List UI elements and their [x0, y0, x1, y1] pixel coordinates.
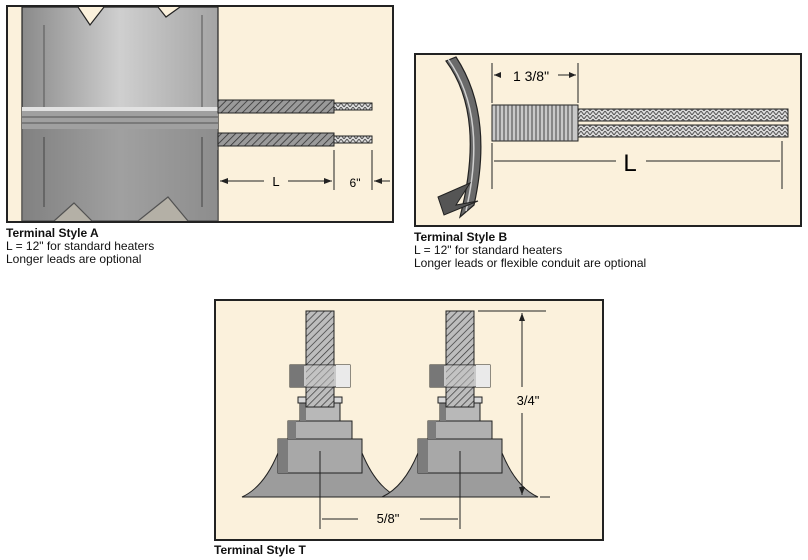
lead-wire-top — [217, 99, 335, 114]
style-a-dim-6: 6" — [350, 176, 361, 190]
style-a-drawing: L 6" — [8, 7, 392, 221]
lead-tip-top — [333, 102, 373, 111]
style-t-drawing: 5/8" 3/4" — [216, 301, 602, 539]
terminal-style-b-diagram: 1 3/8" L — [414, 53, 802, 227]
style-a-title: Terminal Style A — [6, 226, 99, 240]
style-b-line1: L = 12" for standard heaters — [414, 243, 563, 257]
style-t-dim-spacing: 5/8" — [377, 511, 400, 526]
style-a-caption: Terminal Style A L = 12" for standard he… — [6, 227, 154, 266]
lead-wire-bottom — [577, 124, 789, 138]
style-a-line1: L = 12" for standard heaters — [6, 239, 155, 253]
style-b-caption: Terminal Style B L = 12" for standard he… — [414, 231, 646, 270]
style-a-line2: Longer leads are optional — [6, 252, 142, 266]
terminal-style-a-diagram: L 6" — [6, 5, 394, 223]
style-b-dim-l: L — [623, 150, 636, 177]
style-b-line2: Longer leads or flexible conduit are opt… — [414, 256, 647, 270]
style-b-drawing: 1 3/8" L — [416, 55, 800, 225]
style-t-title: Terminal Style T — [214, 543, 306, 557]
style-a-dim-l: L — [272, 174, 279, 189]
style-b-dim-len: 1 3/8" — [513, 68, 549, 84]
lead-wire-bottom — [217, 132, 335, 147]
style-b-title: Terminal Style B — [414, 230, 508, 244]
terminal-style-t-diagram: 5/8" 3/4" — [214, 299, 604, 541]
lead-tip-bottom — [333, 135, 373, 144]
style-t-dim-height: 3/4" — [517, 393, 540, 408]
terminal-sleeve — [491, 104, 579, 142]
style-t-caption: Terminal Style T — [214, 544, 306, 557]
lead-wire-top — [577, 108, 789, 122]
